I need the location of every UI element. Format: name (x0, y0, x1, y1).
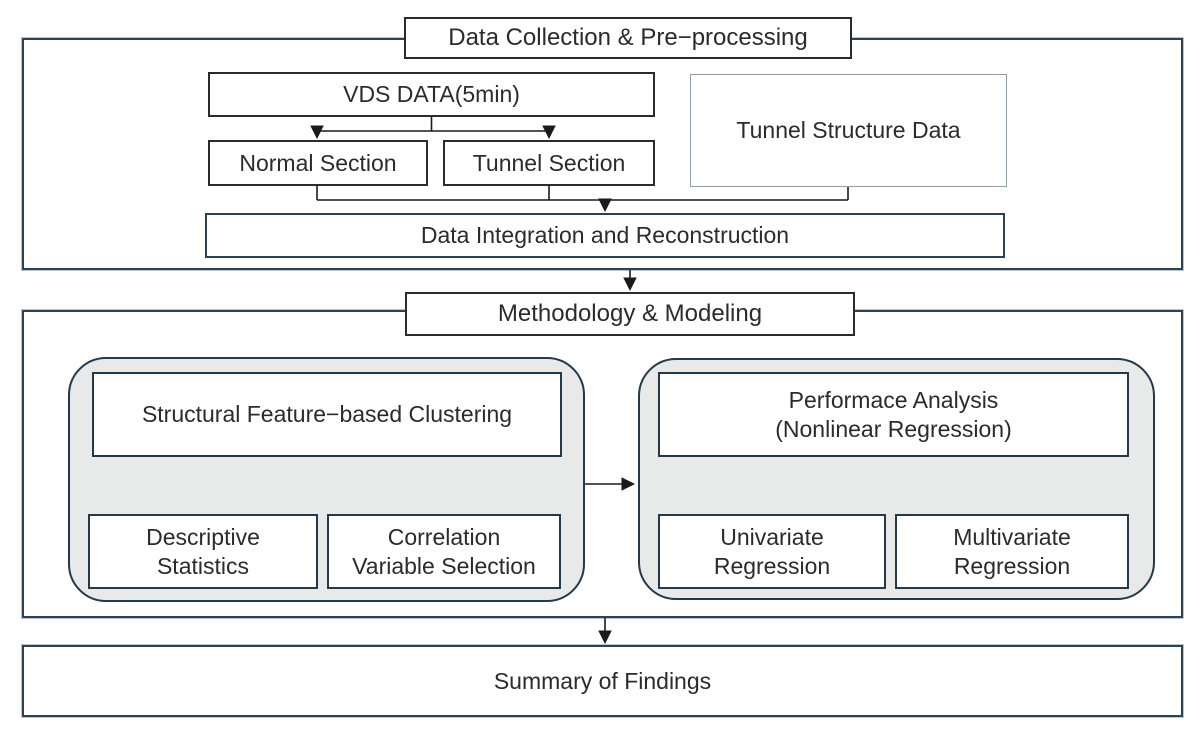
node-summary-of-findings: Summary of Findings (22, 645, 1183, 717)
node-data-integration-label: Data Integration and Reconstruction (420, 222, 790, 248)
section-title-data-collection-label: Data Collection & Pre−processing (448, 24, 808, 51)
node-univariate-regression: Univariate Regression (658, 514, 886, 589)
node-vds-data: VDS DATA(5min) (208, 72, 655, 117)
node-data-integration: Data Integration and Reconstruction (205, 213, 1005, 258)
node-performance-analysis-line1: Performace Analysis (788, 386, 999, 413)
node-descriptive-statistics-line2: Statistics (156, 552, 249, 579)
node-performance-analysis-line2: (Nonlinear Regression) (775, 415, 1012, 442)
node-univariate-line1: Univariate (720, 523, 824, 550)
node-multivariate-line2: Regression (953, 552, 1071, 579)
section-title-methodology: Methodology & Modeling (405, 292, 855, 336)
node-structural-clustering: Structural Feature−based Clustering (92, 372, 562, 457)
node-summary-of-findings-label: Summary of Findings (493, 667, 712, 694)
section-title-methodology-label: Methodology & Modeling (497, 300, 763, 327)
node-performance-analysis: Performace Analysis (Nonlinear Regressio… (658, 372, 1129, 457)
node-descriptive-statistics-line1: Descriptive (146, 523, 260, 550)
section1-connectors (310, 117, 849, 213)
node-tunnel-structure-data-label: Tunnel Structure Data (736, 117, 961, 143)
node-correlation-line2: Variable Selection (352, 552, 536, 579)
node-tunnel-structure-data: Tunnel Structure Data (690, 74, 1007, 187)
node-correlation-variable-selection: Correlation Variable Selection (327, 514, 561, 589)
node-normal-section: Normal Section (208, 140, 428, 186)
node-vds-data-label: VDS DATA(5min) (343, 81, 520, 107)
node-descriptive-statistics: Descriptive Statistics (88, 514, 318, 589)
node-structural-clustering-label: Structural Feature−based Clustering (141, 401, 513, 427)
node-tunnel-section-label: Tunnel Section (472, 149, 626, 176)
node-tunnel-section: Tunnel Section (443, 140, 655, 186)
node-multivariate-regression: Multivariate Regression (895, 514, 1129, 589)
node-univariate-line2: Regression (713, 552, 831, 579)
inter-section-connectors (598, 270, 637, 645)
node-correlation-line1: Correlation (387, 523, 501, 550)
section-title-data-collection: Data Collection & Pre−processing (404, 17, 852, 59)
node-multivariate-line1: Multivariate (953, 523, 1071, 550)
node-normal-section-label: Normal Section (239, 149, 397, 176)
